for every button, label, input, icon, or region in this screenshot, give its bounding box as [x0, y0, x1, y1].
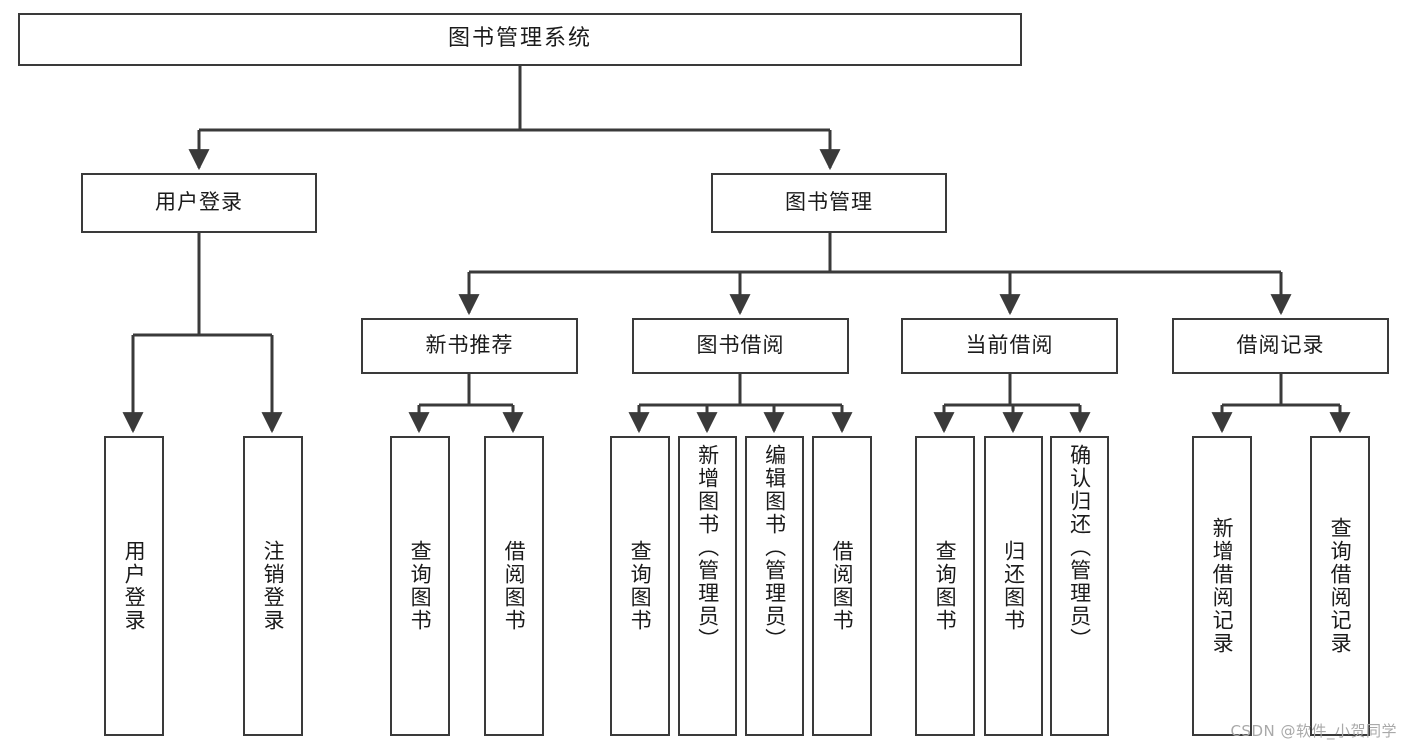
leaf-add-record[interactable]: 新增借阅记录: [1192, 436, 1252, 736]
leaf-borrow-book-1[interactable]: 借阅图书: [484, 436, 544, 736]
node-label: 用户登录: [122, 540, 147, 632]
node-label: 图书管理: [785, 190, 873, 215]
leaf-query-book-1[interactable]: 查询图书: [390, 436, 450, 736]
leaf-logout-login[interactable]: 注销登录: [243, 436, 303, 736]
node-label: 新增图书（管理员）: [695, 444, 720, 651]
leaf-borrow-book-2[interactable]: 借阅图书: [812, 436, 872, 736]
node-label: 确认归还（管理员）: [1067, 444, 1092, 651]
node-label: 用户登录: [155, 190, 243, 215]
leaf-user-login[interactable]: 用户登录: [104, 436, 164, 736]
node-user-login[interactable]: 用户登录: [81, 173, 317, 233]
node-label: 查询图书: [628, 540, 653, 632]
leaf-query-record[interactable]: 查询借阅记录: [1310, 436, 1370, 736]
leaf-add-book[interactable]: 新增图书（管理员）: [678, 436, 737, 736]
leaf-return-book[interactable]: 归还图书: [984, 436, 1043, 736]
node-label: 借阅图书: [830, 540, 855, 632]
node-label: 查询图书: [408, 540, 433, 632]
node-root-system[interactable]: 图书管理系统: [18, 13, 1022, 66]
node-new-book-recommend[interactable]: 新书推荐: [361, 318, 578, 374]
node-label: 新增借阅记录: [1210, 517, 1235, 655]
node-label: 查询图书: [933, 540, 958, 632]
leaf-edit-book[interactable]: 编辑图书（管理员）: [745, 436, 804, 736]
node-label: 编辑图书（管理员）: [762, 444, 787, 651]
node-book-borrow[interactable]: 图书借阅: [632, 318, 849, 374]
node-label: 借阅图书: [502, 540, 527, 632]
node-label: 归还图书: [1001, 540, 1026, 632]
node-label: 查询借阅记录: [1328, 517, 1353, 655]
leaf-query-book-3[interactable]: 查询图书: [915, 436, 975, 736]
node-label: 新书推荐: [425, 333, 514, 358]
node-label: 注销登录: [261, 540, 286, 632]
node-borrow-record[interactable]: 借阅记录: [1172, 318, 1389, 374]
node-label: 图书管理系统: [447, 26, 592, 52]
node-label: 当前借阅: [965, 333, 1054, 358]
leaf-query-book-2[interactable]: 查询图书: [610, 436, 670, 736]
node-label: 图书借阅: [696, 333, 785, 358]
node-label: 借阅记录: [1236, 333, 1325, 358]
node-book-manage[interactable]: 图书管理: [711, 173, 947, 233]
csdn-watermark: CSDN @软件_小贺同学: [1230, 722, 1397, 740]
leaf-confirm-return[interactable]: 确认归还（管理员）: [1050, 436, 1109, 736]
node-current-borrow[interactable]: 当前借阅: [901, 318, 1118, 374]
